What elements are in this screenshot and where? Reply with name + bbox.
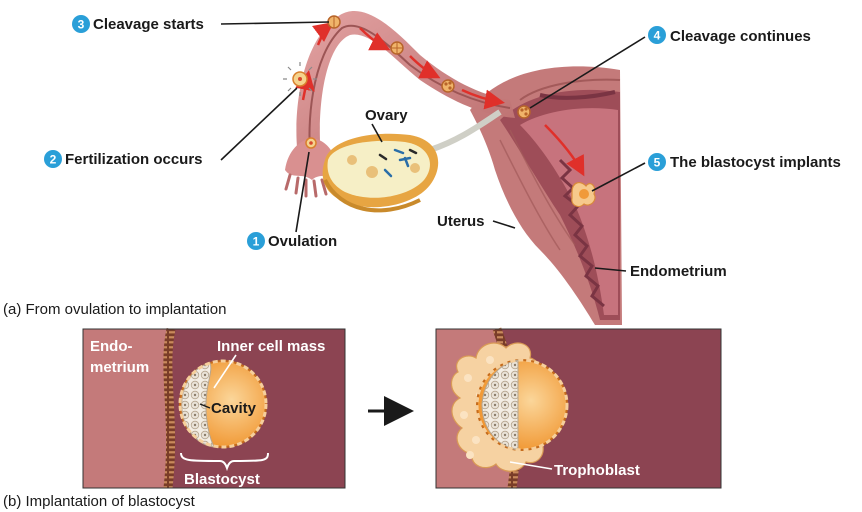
step-badges: 3 2 1 4 5 — [44, 15, 666, 250]
egg-stages — [283, 15, 596, 208]
implanting-blastocyst — [571, 182, 596, 208]
step-1-badge: 1 — [247, 232, 265, 250]
svg-text:2: 2 — [50, 153, 57, 167]
label-blastocyst-implants: The blastocyst implants — [670, 154, 841, 171]
label-ovary: Ovary — [365, 107, 408, 124]
label-cavity: Cavity — [211, 400, 257, 417]
svg-text:4: 4 — [654, 29, 661, 43]
label-ovulation: Ovulation — [268, 233, 337, 250]
fertilized-egg — [283, 62, 317, 96]
label-fertilization-occurs: Fertilization occurs — [65, 151, 203, 168]
label-endo-line1: Endo- — [90, 338, 133, 355]
uterus-body — [470, 66, 622, 326]
label-inner-cell-mass: Inner cell mass — [217, 338, 325, 355]
leader-lines — [220, 21, 646, 272]
ovary — [322, 133, 439, 213]
step-2-badge: 2 — [44, 150, 62, 168]
ovarian-ligament — [429, 109, 502, 153]
step-4-badge: 4 — [648, 26, 666, 44]
inner-cell-mass-leader — [213, 354, 237, 389]
implanted-blastocyst — [475, 358, 569, 452]
label-trophoblast: Trophoblast — [554, 462, 640, 479]
step-3-badge: 3 — [72, 15, 90, 33]
label-cleavage-continues: Cleavage continues — [670, 28, 811, 45]
svg-text:1: 1 — [253, 235, 260, 249]
blastocyst-brace — [180, 452, 269, 472]
label-uterus: Uterus — [437, 213, 485, 230]
panel-b-left: Endo- metrium Inner cell mass Cavity Bla… — [82, 328, 346, 489]
caption-b: (b) Implantation of blastocyst — [3, 493, 196, 510]
label-endo-line2: metrium — [90, 359, 149, 376]
label-blastocyst: Blastocyst — [184, 471, 260, 488]
label-cleavage-starts: Cleavage starts — [93, 16, 204, 33]
blastocyst — [178, 359, 268, 449]
trophoblast-leader — [509, 461, 553, 470]
label-endometrium: Endometrium — [630, 263, 727, 280]
caption-a: (a) From ovulation to implantation — [3, 301, 226, 318]
svg-text:3: 3 — [78, 18, 85, 32]
step-5-badge: 5 — [648, 153, 666, 171]
svg-text:5: 5 — [654, 156, 661, 170]
panel-b-right: Trophoblast — [435, 327, 722, 489]
